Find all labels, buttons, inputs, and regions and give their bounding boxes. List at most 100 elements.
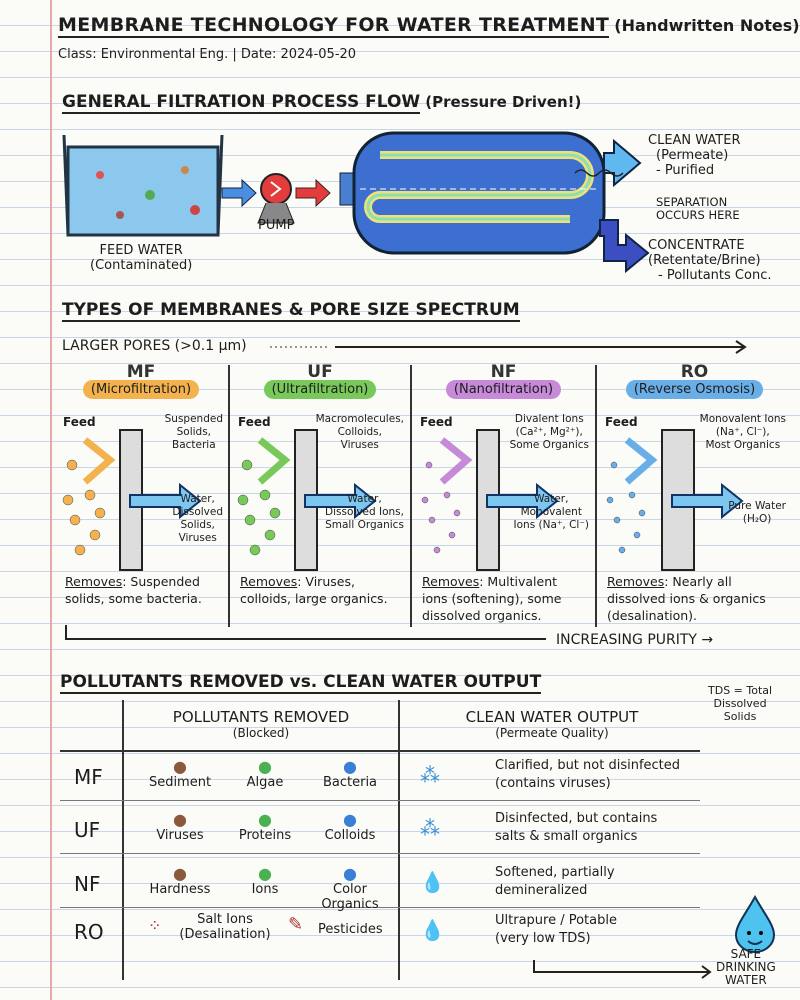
pesticide-icon: ✎ <box>288 914 304 935</box>
title-note: (Handwritten Notes) <box>614 16 800 35</box>
pore-size-label: LARGER PORES (>0.1 µm) <box>62 338 247 354</box>
pollutant-icon: ● <box>173 864 187 883</box>
water-arrow-icon <box>129 482 202 520</box>
pollutant-item: ●Bacteria <box>305 757 395 790</box>
process-flow-diagram <box>62 131 650 274</box>
feed-water-label: FEED WATER(Contaminated) <box>90 243 193 273</box>
microbes-icon: ⁂ <box>420 763 440 787</box>
blocked-label: Macromolecules,Colloids,Viruses <box>315 413 404 451</box>
col-header-pollutants: POLLUTANTS REMOVED(Blocked) <box>172 708 350 740</box>
pollutant-item: ●Color Organics <box>305 864 395 912</box>
feed-arrow-icon <box>82 437 116 485</box>
pollutant-item: ●Sediment <box>135 757 225 790</box>
particle-icon <box>74 544 86 556</box>
notebook-margin-line <box>50 0 52 1000</box>
pollutant-icon: ● <box>258 864 272 883</box>
membranes-section-title: TYPES OF MEMBRANES & PORE SIZE SPECTRUM <box>62 300 520 322</box>
purity-arrow-icon <box>65 625 546 640</box>
particle-icon <box>89 529 101 541</box>
particle-icon <box>638 509 646 517</box>
particle-icon <box>428 516 436 524</box>
pollutant-item: ●Viruses <box>135 810 225 843</box>
purity-label: INCREASING PURITY → <box>556 632 714 648</box>
membrane-badge: MF(Microfiltration) <box>55 364 227 399</box>
removes-text: Removes: Viruses,colloids, large organic… <box>240 574 388 606</box>
particle-icon <box>618 546 626 554</box>
blocked-label: Monovalent Ions(Na⁺, Cl⁻),Most Organics <box>699 413 786 451</box>
particle-icon <box>633 531 641 539</box>
row-type-label: MF <box>74 765 103 789</box>
row-divider <box>60 800 700 801</box>
process-title: GENERAL FILTRATION PROCESS FLOW <box>62 92 421 114</box>
feed-label: Feed <box>420 415 453 429</box>
pollutant-icon: ● <box>343 864 357 883</box>
particle-icon <box>94 507 106 519</box>
feed-label: Feed <box>63 415 96 429</box>
row-type-label: NF <box>74 872 101 896</box>
clean-water-label: CLEAN WATER(Permeate)- Purified <box>648 133 741 178</box>
particle-icon <box>421 496 429 504</box>
process-section-title: GENERAL FILTRATION PROCESS FLOW (Pressur… <box>62 92 581 114</box>
particle-icon <box>269 507 281 519</box>
particle-icon <box>425 461 433 469</box>
particle-icon <box>453 509 461 517</box>
particle-icon <box>241 459 253 471</box>
particle-icon <box>606 496 614 504</box>
concentrate-label: CONCENTRATE(Retentate/Brine)- Pollutants… <box>648 238 772 283</box>
squiggle-pointer-icon <box>574 169 624 177</box>
row-type-label: UF <box>74 818 101 842</box>
col-header-output: CLEAN WATER OUTPUT(Permeate Quality) <box>465 708 639 740</box>
water-drop-icon: 💧 <box>420 918 445 942</box>
pump-icon <box>257 173 295 224</box>
row-divider <box>60 955 700 956</box>
pollutant-item: ●Algae <box>220 757 310 790</box>
water-arrow-icon <box>671 482 744 520</box>
particle-icon <box>613 516 621 524</box>
membrane-diagram <box>237 429 377 571</box>
pore-size-arrow-icon <box>270 340 747 354</box>
feed-tank-icon <box>62 134 224 237</box>
water-drop-mascot-icon <box>734 895 776 953</box>
arrow-icon <box>221 178 257 208</box>
particle-icon <box>62 494 74 506</box>
passed-label: Water,Dissolved Ions,Small Organics <box>325 493 404 531</box>
table-divider <box>60 750 700 752</box>
subtitle: Class: Environmental Eng. | Date: 2024-0… <box>58 47 357 62</box>
particle-icon <box>244 514 256 526</box>
particle-icon <box>448 531 456 539</box>
row-divider <box>60 853 700 854</box>
arrow-icon <box>295 178 331 208</box>
membrane-badge: UF(Ultrafiltration) <box>230 364 410 399</box>
title-text: MEMBRANE TECHNOLOGY FOR WATER TREATMENT <box>58 14 610 38</box>
particle-icon <box>433 546 441 554</box>
particle-icon <box>249 544 261 556</box>
output-text: Clarified, but not disinfected(contains … <box>495 758 681 791</box>
passed-label: Pure Water(H₂O) <box>728 500 786 525</box>
salt-ions-icon: ⁘ <box>148 916 162 935</box>
output-arrow-icon <box>533 960 712 979</box>
pollutant-item: ●Proteins <box>220 810 310 843</box>
pollutant-icon: ● <box>173 810 187 829</box>
water-drop-icon: 💧 <box>420 870 445 894</box>
water-arrow-icon <box>486 482 559 520</box>
membrane-module-icon <box>339 131 606 255</box>
pollutant-item: Salt Ions(Desalination) <box>179 912 271 942</box>
membrane-badge: RO(Reverse Osmosis) <box>597 364 792 399</box>
feed-arrow-icon <box>624 437 658 485</box>
table-divider <box>122 700 124 980</box>
pollutant-icon: ● <box>343 757 357 776</box>
pollutant-icon: ● <box>343 810 357 829</box>
pollutant-item: ●Hardness <box>135 864 225 897</box>
particle-icon <box>443 491 451 499</box>
pollutant-icon: ● <box>258 810 272 829</box>
particle-icon <box>237 494 249 506</box>
permeate-arrow-icon <box>603 138 642 188</box>
particle-icon <box>610 461 618 469</box>
